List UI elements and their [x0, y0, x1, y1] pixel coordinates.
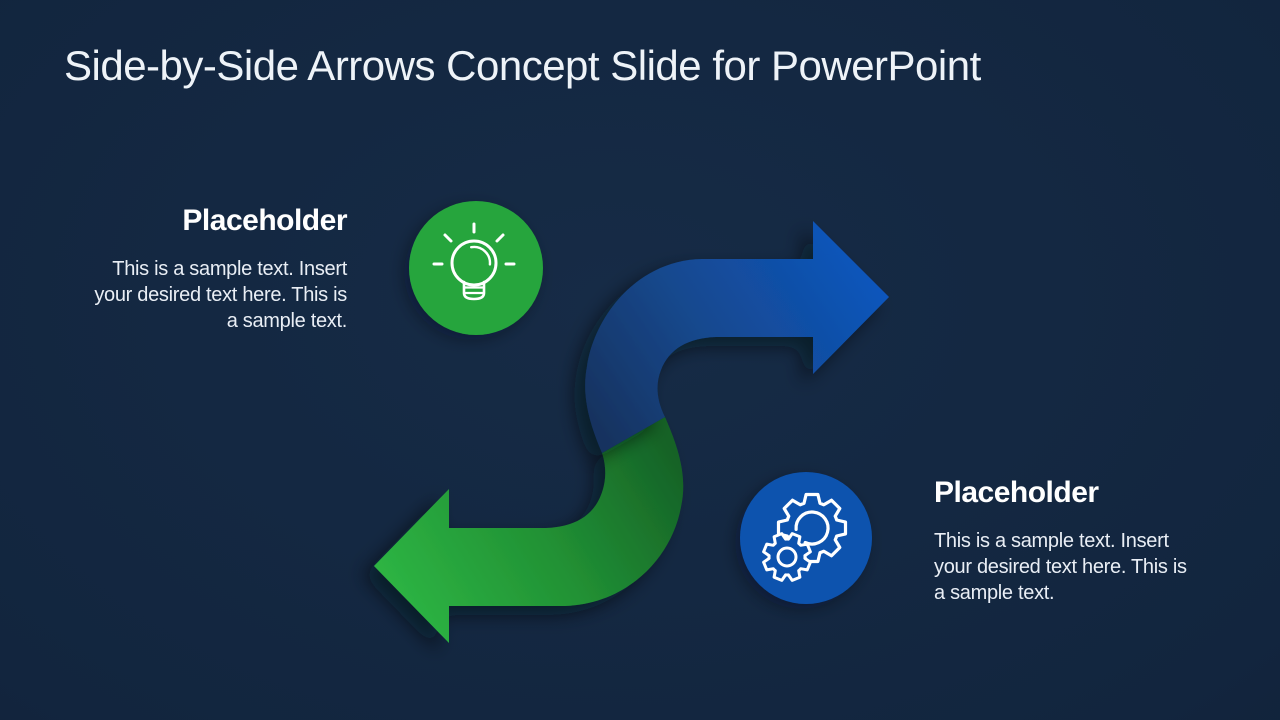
right-placeholder-block: Placeholder This is a sample text. Inser…: [934, 475, 1244, 606]
left-placeholder-body: This is a sample text. Insert your desir…: [17, 256, 347, 334]
lightbulb-icon: [432, 222, 516, 301]
right-body-line-2: your desired text here. This is: [934, 556, 1187, 578]
right-body-line-1: This is a sample text. Insert: [934, 530, 1169, 552]
left-body-line-2: your desired text here. This is: [94, 284, 347, 306]
gears-circle: [740, 472, 872, 604]
blue-arrow-right: [585, 221, 889, 453]
green-arrow-left: [374, 417, 684, 643]
right-placeholder-heading: Placeholder: [934, 476, 1099, 509]
right-placeholder-body: This is a sample text. Insert your desir…: [934, 528, 1244, 606]
left-placeholder-heading: Placeholder: [182, 204, 347, 237]
gears-icon: [762, 492, 848, 582]
left-body-line-1: This is a sample text. Insert: [112, 258, 347, 280]
right-body-line-3: a sample text.: [934, 582, 1055, 604]
left-placeholder-block: Placeholder This is a sample text. Inser…: [17, 203, 347, 334]
slide-title: Side-by-Side Arrows Concept Slide for Po…: [64, 42, 981, 89]
left-body-line-3: a sample text.: [226, 310, 348, 332]
idea-circle: [409, 201, 543, 335]
